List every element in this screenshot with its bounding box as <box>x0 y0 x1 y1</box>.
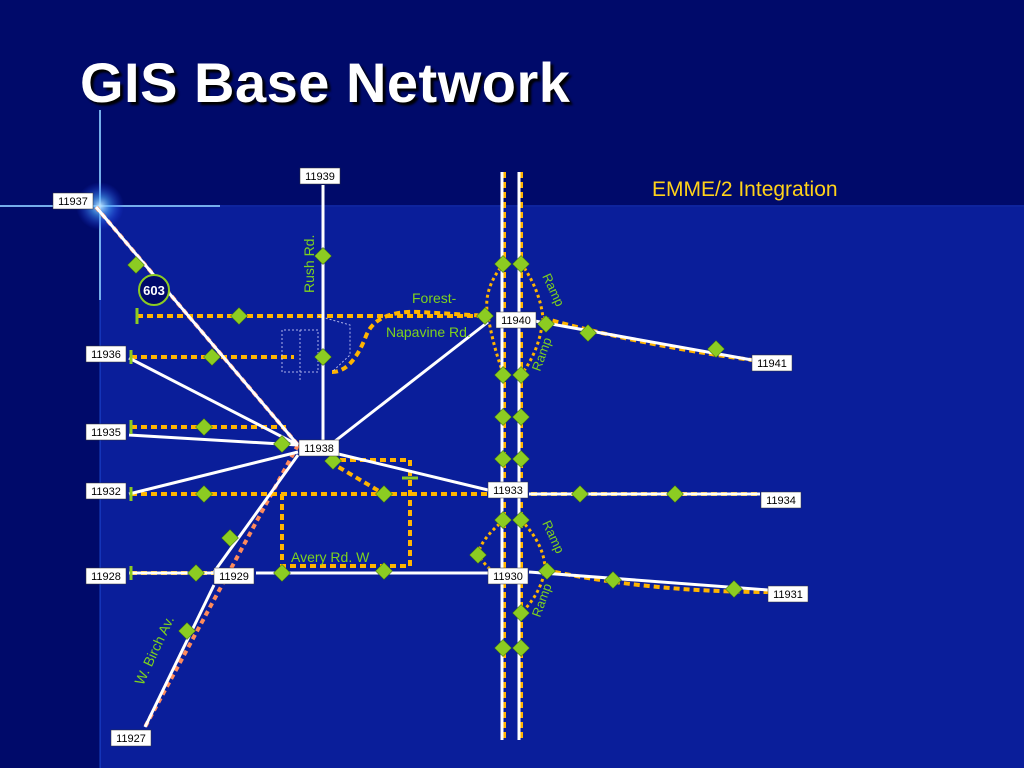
road-label-forest-1: Forest- <box>412 290 457 306</box>
ramp-label-4: Ramp <box>529 581 555 619</box>
svg-text:11932: 11932 <box>91 486 121 498</box>
emme-integration-subtitle: EMME/2 Integration <box>652 178 838 201</box>
road-label-forest-2: Napavine Rd. <box>386 324 471 340</box>
svg-text:11927: 11927 <box>116 733 146 745</box>
svg-text:11938: 11938 <box>304 443 334 455</box>
road-label-rush: Rush Rd. <box>301 235 317 293</box>
svg-text:11935: 11935 <box>91 427 121 439</box>
node-11937: 11937 <box>52 192 94 210</box>
link-end-ticks <box>129 308 418 580</box>
node-11933: 11933 <box>487 481 529 499</box>
node-11938: 11938 <box>298 439 340 457</box>
node-11930: 11930 <box>487 567 529 585</box>
svg-text:11931: 11931 <box>773 589 803 601</box>
node-11929: 11929 <box>213 567 255 585</box>
node-11936: 11936 <box>85 345 127 363</box>
svg-text:11937: 11937 <box>58 196 88 208</box>
local-connector <box>281 315 351 382</box>
ramp-label-3: Ramp <box>539 518 567 556</box>
route-shield-label: 603 <box>143 283 165 298</box>
node-11931: 11931 <box>767 585 809 603</box>
svg-text:11940: 11940 <box>501 315 531 327</box>
node-11932: 11932 <box>85 482 127 500</box>
ramp-label-1: Ramp <box>539 271 567 309</box>
svg-text:11941: 11941 <box>757 358 787 370</box>
svg-text:11936: 11936 <box>91 349 121 361</box>
node-11941: 11941 <box>751 354 793 372</box>
node-markers <box>127 247 743 657</box>
gis-links <box>94 172 769 740</box>
freeway-links <box>94 205 300 728</box>
node-11939: 11939 <box>299 167 341 185</box>
node-11927: 11927 <box>110 729 152 747</box>
node-11928: 11928 <box>85 567 127 585</box>
route-shield-603: 603 <box>138 274 170 306</box>
node-11935: 11935 <box>85 423 127 441</box>
node-11934: 11934 <box>760 491 802 509</box>
svg-text:11933: 11933 <box>493 485 523 497</box>
svg-text:11930: 11930 <box>493 571 523 583</box>
emme-links <box>131 172 769 740</box>
road-label-avery: Avery Rd. W <box>291 549 370 565</box>
svg-text:11939: 11939 <box>305 171 335 183</box>
svg-text:11928: 11928 <box>91 571 121 583</box>
node-11940: 11940 <box>495 311 537 329</box>
slide-title: GIS Base Network <box>80 51 571 114</box>
svg-text:11934: 11934 <box>766 495 796 507</box>
svg-text:11929: 11929 <box>219 571 249 583</box>
